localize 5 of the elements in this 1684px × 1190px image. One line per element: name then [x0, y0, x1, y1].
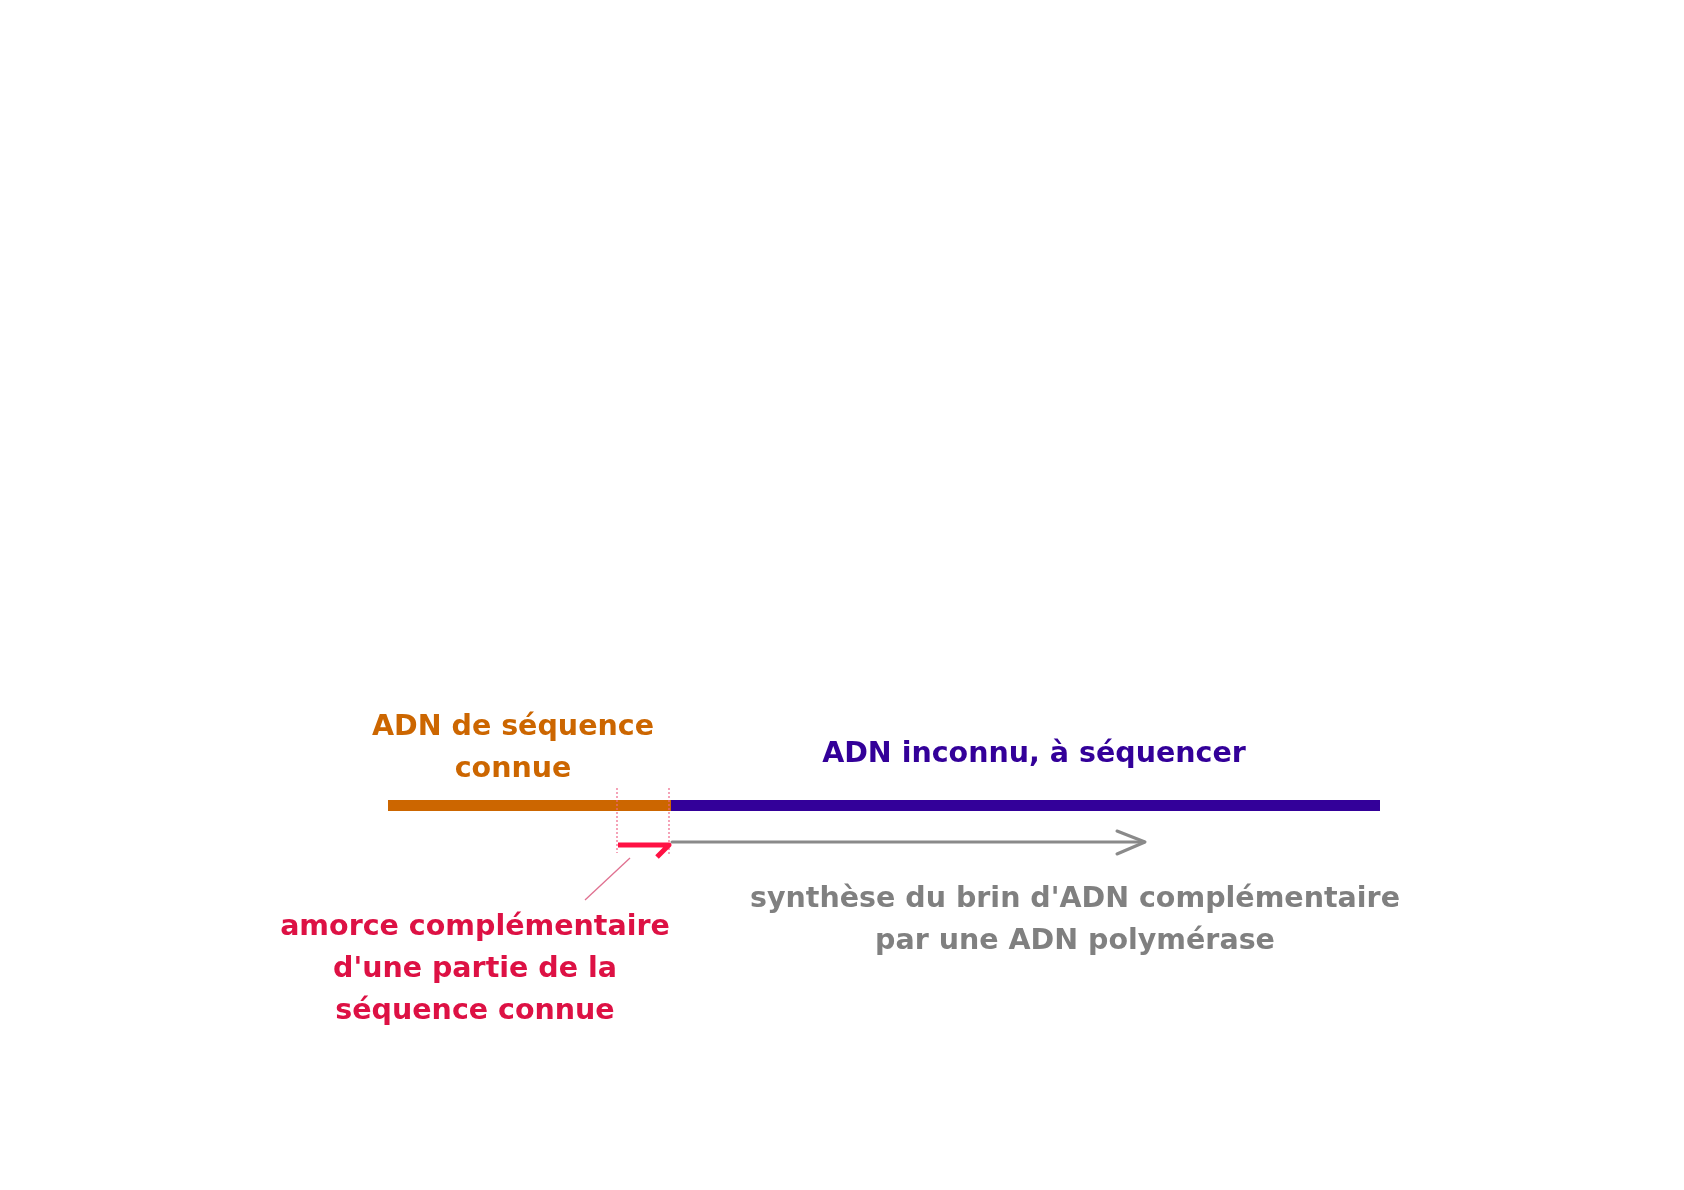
annotation-text: synthèse du brin d'ADN complémentaire par une ADN polymérase	[749, 880, 1401, 958]
leader-line	[584, 857, 631, 901]
callout-label: amorce complémentaire d'une partie de la séquence connue	[262, 900, 688, 1031]
strand-label: ADN inconnu, à séquencer	[821, 735, 1247, 771]
strand-label: ADN de séquence connue	[371, 708, 655, 786]
